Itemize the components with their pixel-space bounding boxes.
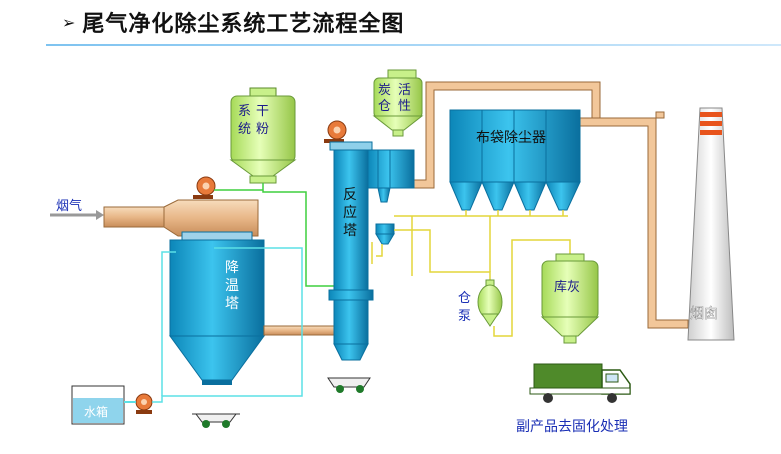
arrow-icon bbox=[96, 210, 104, 220]
fan-icon-top bbox=[324, 120, 347, 143]
silo-pump-label-1: 仓 bbox=[458, 291, 471, 306]
flue-gas-inlet: 烟气 bbox=[50, 198, 104, 220]
ash-silo: 库灰 bbox=[540, 253, 600, 344]
pump-icon bbox=[135, 393, 153, 414]
bag-filter-label: 布袋除尘器 bbox=[476, 130, 546, 146]
cooling-tower-label-2: 温 bbox=[225, 278, 239, 294]
title-text: 尾气净化除尘系统工艺流程全图 bbox=[82, 12, 405, 37]
byproduct-label: 副产品去固化处理 bbox=[516, 419, 628, 435]
flue-gas-label: 烟气 bbox=[56, 198, 82, 214]
reaction-tower-label-1: 反 bbox=[343, 187, 357, 203]
cooling-tower-label-3: 塔 bbox=[225, 296, 239, 312]
water-tank-label: 水箱 bbox=[84, 404, 108, 419]
carbon-label-3: 活 bbox=[398, 83, 411, 98]
powder-pipe bbox=[214, 183, 334, 287]
reaction-tower-label-2: 应 bbox=[343, 204, 357, 221]
reaction-tower: 反 应 塔 bbox=[328, 141, 374, 361]
dry-powder-silo: 系 统 干 粉 bbox=[229, 87, 297, 184]
carbon-label-4: 性 bbox=[398, 99, 411, 114]
cyclone-separator bbox=[367, 149, 415, 245]
dry-powder-label-4: 粉 bbox=[256, 122, 269, 137]
bag-filter: 布袋除尘器 bbox=[449, 109, 581, 211]
truck-icon bbox=[529, 363, 631, 403]
carbon-label-1: 炭 bbox=[378, 83, 391, 98]
inlet-duct bbox=[103, 199, 259, 237]
dry-powder-label-3: 干 bbox=[256, 104, 269, 119]
dry-powder-label-2: 统 bbox=[238, 122, 251, 137]
bullet-arrow-icon: ➢ bbox=[62, 13, 77, 32]
water-tank: 水箱 bbox=[71, 385, 125, 425]
reaction-tower-label-3: 塔 bbox=[343, 223, 357, 239]
chimney: 烟囱 bbox=[687, 107, 735, 341]
connect-duct bbox=[263, 325, 335, 336]
ash-silo-label: 库灰 bbox=[554, 279, 580, 295]
page-title: ➢ 尾气净化除尘系统工艺流程全图 bbox=[62, 6, 404, 38]
cart-icon bbox=[192, 413, 240, 428]
title-rule bbox=[46, 44, 781, 46]
carbon-label-2: 仓 bbox=[378, 99, 391, 114]
ash-transfer-pipe bbox=[493, 239, 571, 337]
dry-powder-label-1: 系 bbox=[238, 104, 251, 119]
cooling-tower: 降 温 塔 bbox=[169, 231, 265, 385]
chimney-label: 烟囱 bbox=[690, 306, 718, 322]
silo-pump: 仓 泵 bbox=[458, 279, 503, 327]
cooling-tower-label-1: 降 bbox=[225, 260, 239, 276]
silo-pump-label-2: 泵 bbox=[458, 309, 471, 324]
activated-carbon-silo: 炭 仓 活 性 bbox=[372, 69, 424, 137]
water-pipe bbox=[152, 247, 303, 403]
ash-conveyor bbox=[371, 210, 568, 286]
cart-icon-2 bbox=[327, 377, 371, 393]
fan-icon bbox=[193, 176, 216, 199]
flue-duct bbox=[412, 81, 689, 329]
